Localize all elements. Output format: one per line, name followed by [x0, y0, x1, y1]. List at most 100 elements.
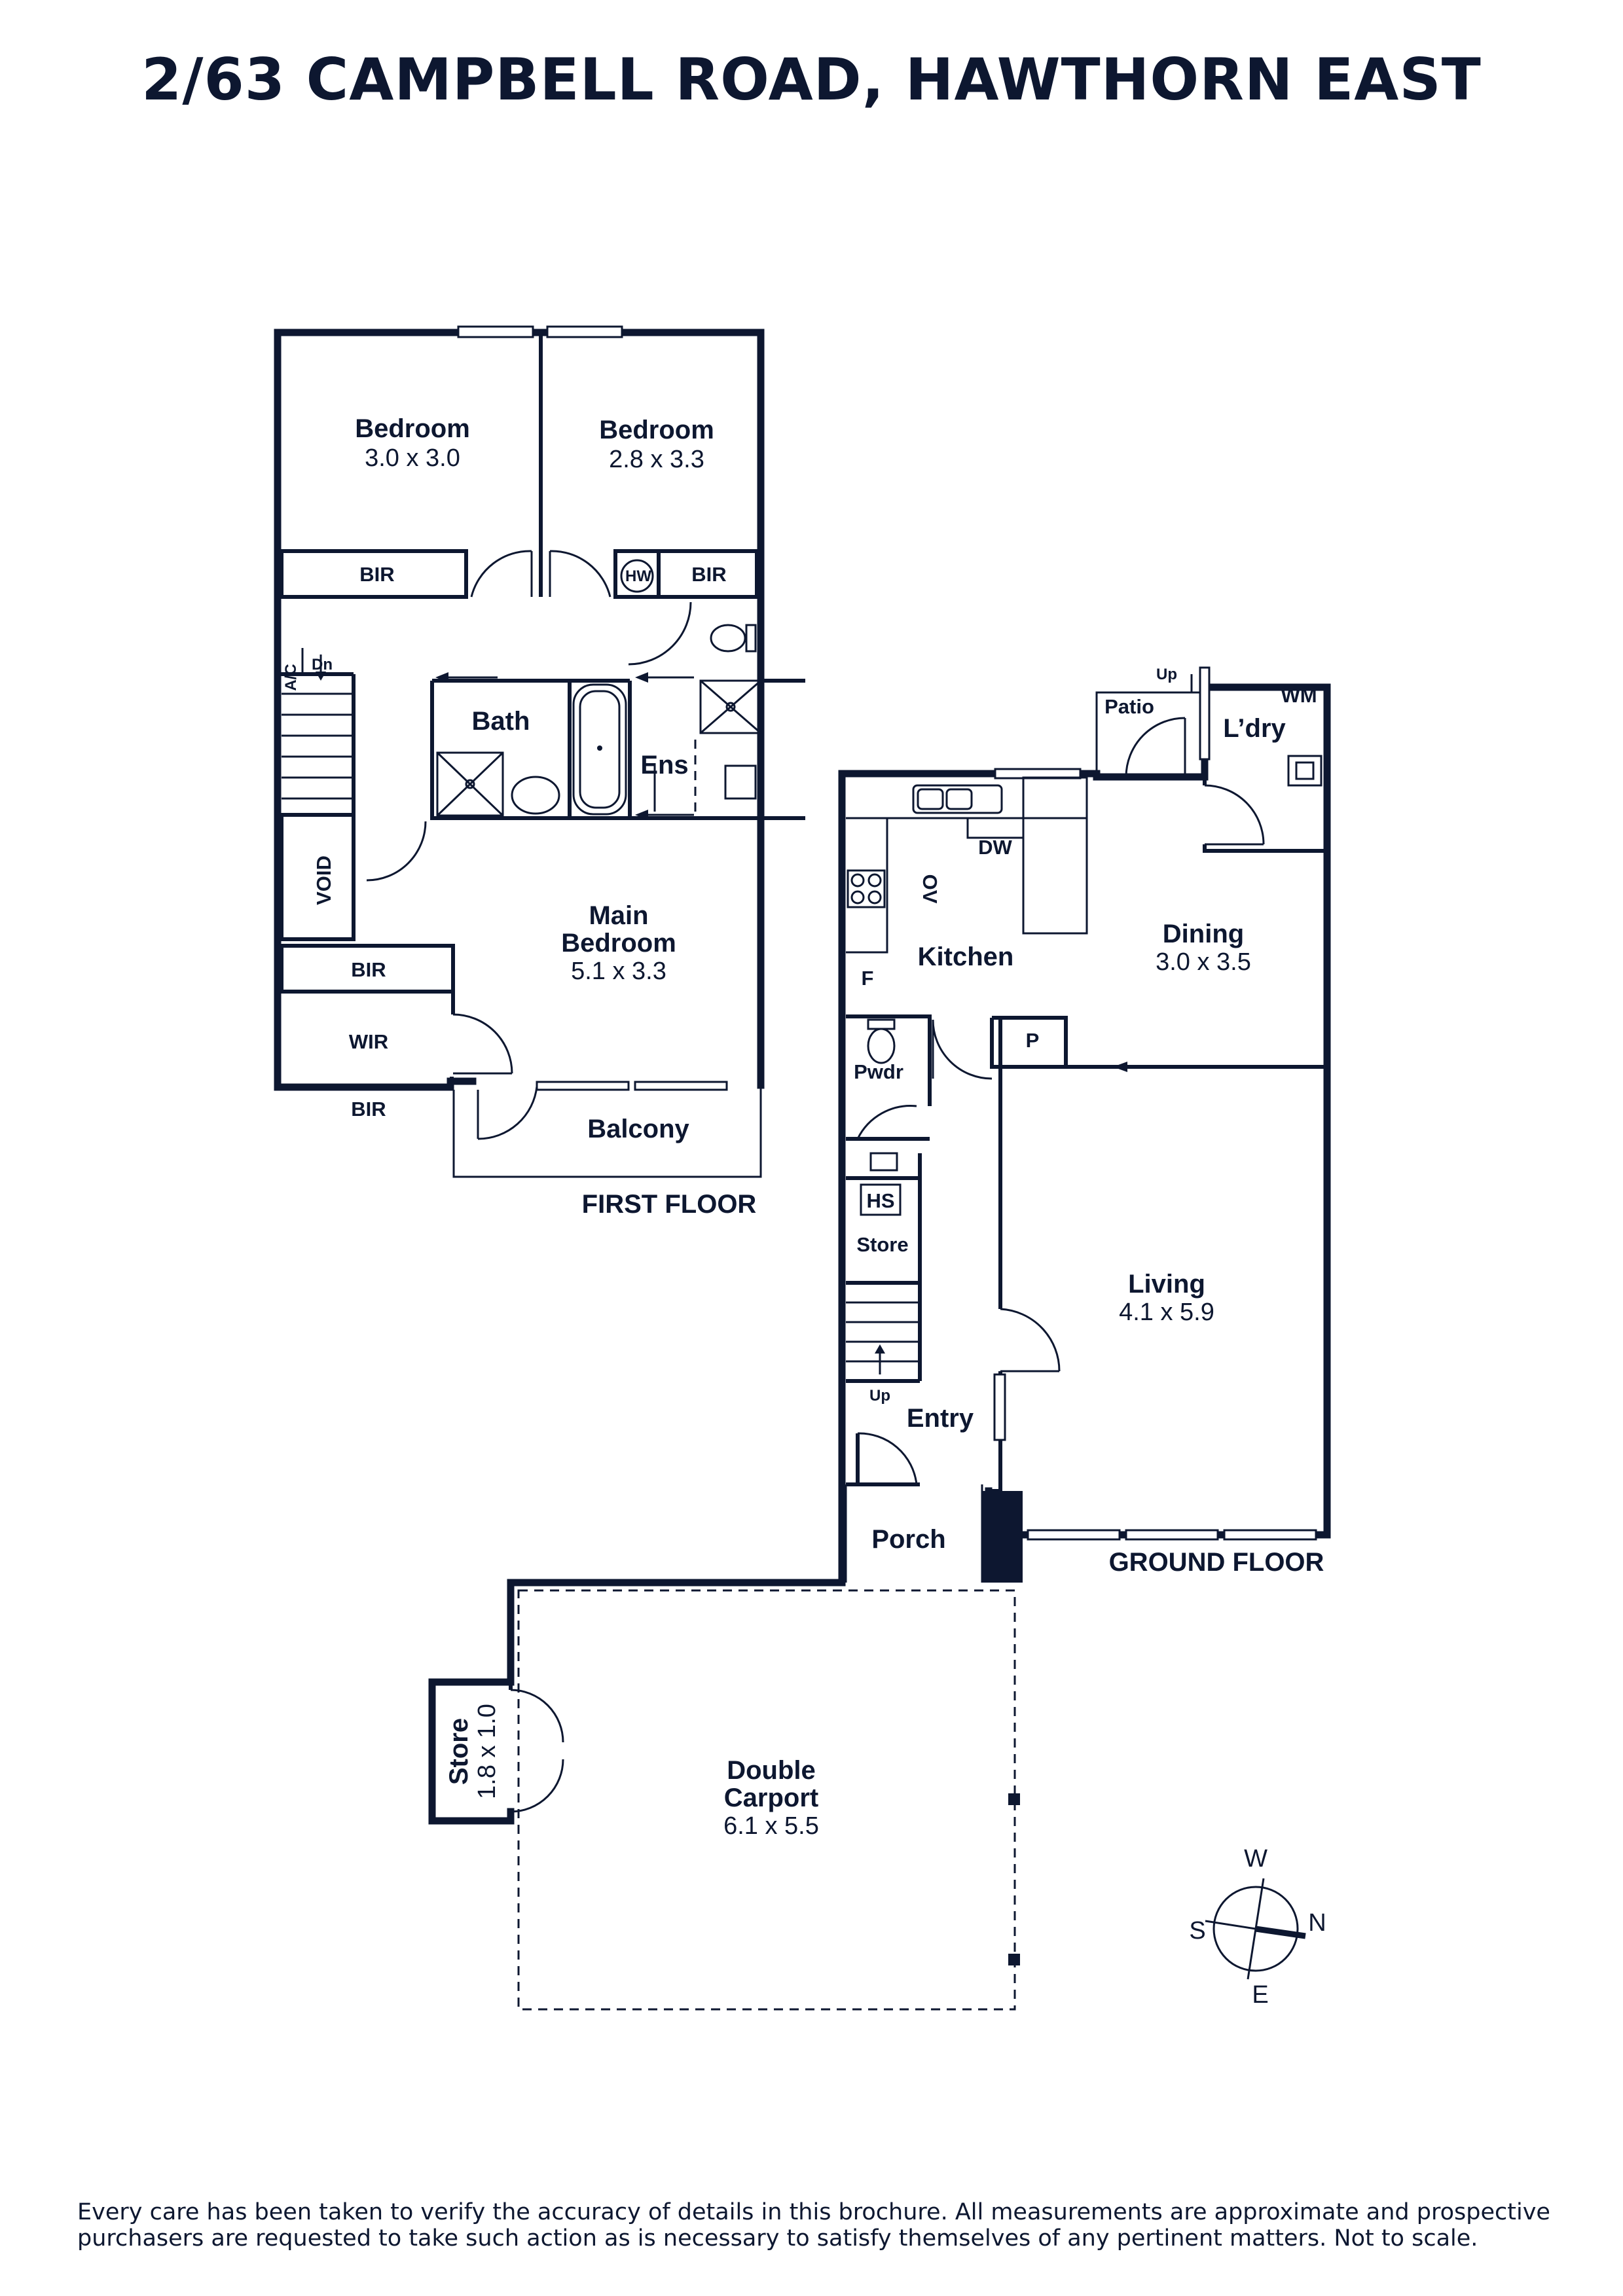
- pantry-label: P: [1026, 1029, 1040, 1052]
- up-arrow-head: [875, 1344, 885, 1354]
- hot-water-unit: [620, 559, 654, 593]
- shower-drain: [465, 779, 475, 789]
- bathtub-inner: [579, 690, 621, 809]
- compass-ring: [1213, 1886, 1299, 1972]
- laundry-tub-inner: [1295, 761, 1315, 780]
- ground-floor-outer-wall: [507, 1579, 846, 1686]
- compass-north-needle: [1255, 1926, 1306, 1939]
- door-swing: [1000, 1308, 1061, 1372]
- hw-label: HW: [625, 567, 651, 585]
- burner: [867, 890, 882, 905]
- main-bedroom-label-1: Main: [589, 901, 648, 930]
- wir-label: WIR: [349, 1030, 388, 1053]
- porch-label: Porch: [871, 1525, 945, 1554]
- window: [634, 1081, 728, 1091]
- store-label: Store: [856, 1233, 908, 1256]
- door-swing: [628, 601, 692, 666]
- door-swing: [470, 550, 532, 598]
- bir-2-cabinet: [613, 549, 759, 599]
- sink-bowl: [917, 788, 944, 810]
- dn-label: Dn: [312, 656, 333, 673]
- shower-drain: [725, 702, 736, 712]
- sink-bowl: [945, 788, 973, 810]
- bath-label: Bath: [472, 707, 530, 736]
- toilet-icon: [710, 624, 746, 653]
- side-store-dims: 1.8 x 1.0: [473, 1704, 501, 1799]
- bath-wall: [430, 681, 805, 820]
- dining-dims: 3.0 x 3.5: [1156, 948, 1251, 976]
- stairs-up-label: Up: [869, 1387, 890, 1405]
- compass-w: W: [1244, 1845, 1267, 1873]
- down-arrow-head: [316, 672, 326, 681]
- toilet-cistern: [867, 1018, 896, 1030]
- burner: [850, 873, 865, 888]
- compass-axis: [1205, 1920, 1256, 1930]
- window: [1027, 1529, 1121, 1541]
- basin-icon: [511, 776, 560, 815]
- balcony-outline: [452, 1085, 762, 1178]
- page-title: 2/63 CAMPBELL ROAD, HAWTHORN EAST: [141, 46, 1482, 113]
- laundry-wall: [1203, 844, 1327, 853]
- oven-label: OV: [919, 874, 941, 904]
- living-label: Living: [1128, 1270, 1205, 1299]
- compass-e: E: [1252, 1981, 1268, 2009]
- bedroom-1-label: Bedroom: [355, 414, 470, 443]
- carport-plan: [428, 1589, 1020, 2011]
- door-swing: [452, 1013, 513, 1074]
- arrow-head: [1113, 1062, 1127, 1072]
- door-swing: [549, 550, 611, 598]
- window: [536, 1081, 630, 1091]
- hot-water-system: [860, 1183, 902, 1216]
- bir-2-label: BIR: [691, 563, 726, 586]
- ground-floor-label: GROUND FLOOR: [1109, 1548, 1324, 1577]
- entry-label: Entry: [907, 1404, 974, 1433]
- window: [546, 325, 623, 338]
- void-area: [280, 813, 356, 941]
- cooktop-icon: [847, 869, 886, 908]
- compass-s: S: [1189, 1917, 1205, 1945]
- door-swing: [510, 1689, 564, 1743]
- first-floor-plan: [274, 325, 805, 1178]
- door-swing: [366, 821, 427, 882]
- ac-label: A/C: [282, 664, 300, 691]
- carport-label-1: Double: [727, 1756, 816, 1785]
- ensuite-label: Ens: [640, 751, 688, 780]
- balcony-label: Balcony: [587, 1115, 689, 1143]
- compass-n: N: [1308, 1909, 1326, 1937]
- laundry-label: L’dry: [1223, 714, 1286, 743]
- shower-drain-line: [700, 679, 761, 734]
- dw-label: DW: [978, 836, 1012, 859]
- bathtub: [572, 683, 627, 816]
- dining-label: Dining: [1163, 920, 1244, 948]
- arrow-head: [635, 810, 648, 820]
- bedroom-2-dims: 2.8 x 3.3: [609, 446, 704, 473]
- living-dims: 4.1 x 5.9: [1119, 1299, 1214, 1326]
- wm-label: WM: [1281, 684, 1317, 707]
- bedroom-2-label: Bedroom: [599, 416, 714, 444]
- ground-floor-outer-wall: [985, 683, 1331, 1539]
- store-outer-wall: [428, 1678, 515, 1825]
- kitchen-label: Kitchen: [918, 942, 1014, 971]
- dishwasher: [966, 817, 1025, 839]
- arrow-head: [635, 672, 648, 683]
- bir-1-cabinet: [280, 549, 468, 599]
- powder-label: Pwdr: [854, 1060, 903, 1083]
- main-bedroom-label-2: Bedroom: [561, 929, 676, 958]
- door-swing: [477, 1086, 538, 1140]
- patio-up-label: Up: [1156, 666, 1177, 683]
- bir-4-label: BIR: [351, 1098, 386, 1121]
- shower-drain-line: [436, 751, 504, 817]
- carport-label-2: Carport: [724, 1784, 818, 1812]
- patio-outline: [1095, 691, 1205, 777]
- bench-line: [846, 818, 888, 954]
- disclaimer-text: Every care has been taken to verify the …: [77, 2199, 1550, 2251]
- carport-outline: [517, 1589, 1016, 2011]
- door-swing: [857, 1432, 918, 1485]
- window: [1125, 1529, 1219, 1541]
- bir-1-label: BIR: [359, 563, 394, 586]
- toilet-icon: [867, 1028, 896, 1064]
- door-swing: [1204, 784, 1265, 845]
- window: [993, 1373, 1006, 1441]
- sink-icon: [912, 784, 1003, 814]
- carport-post: [1008, 1793, 1020, 1805]
